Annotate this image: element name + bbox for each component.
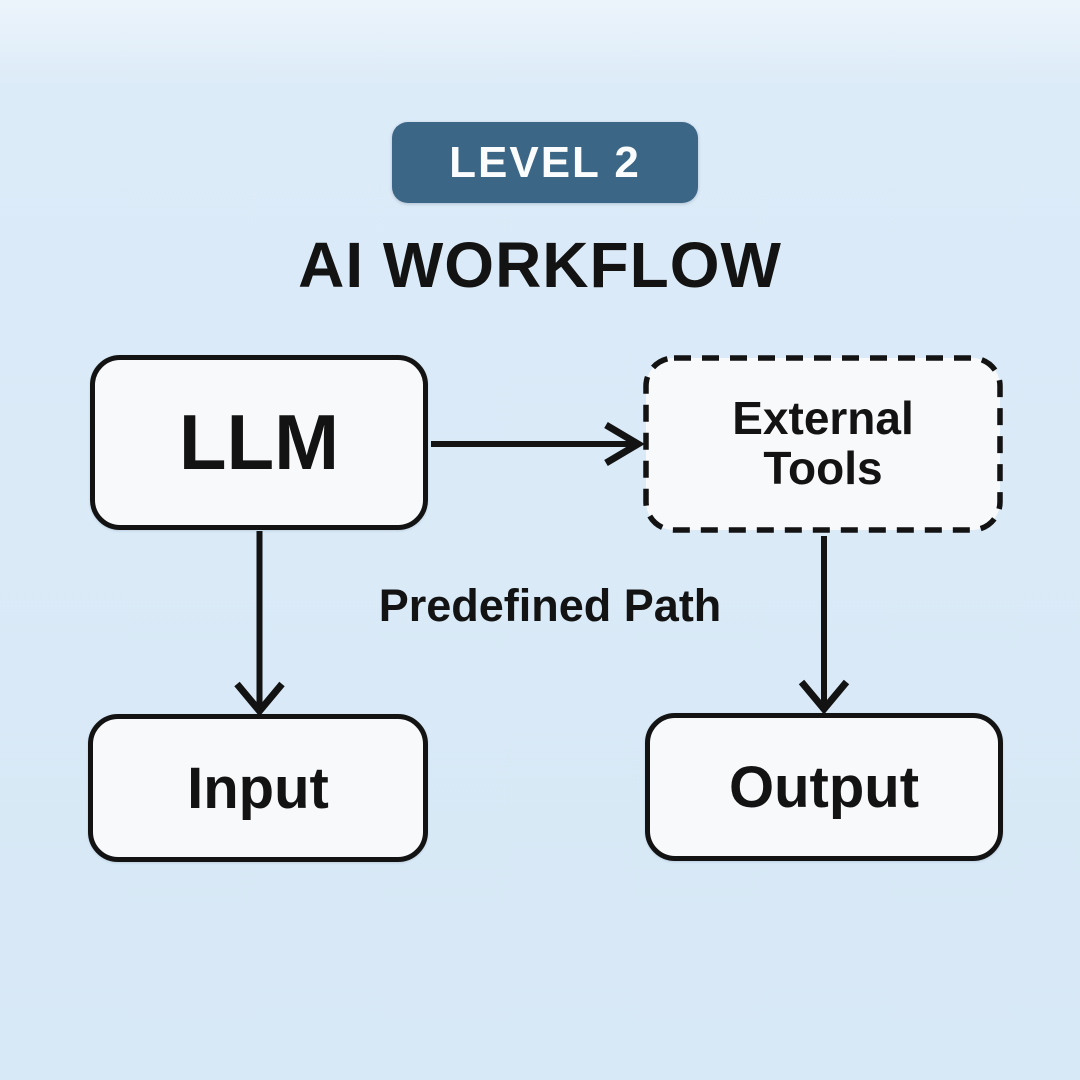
node-external-tools-label: External Tools (732, 392, 914, 494)
edge-llm-to-input (234, 531, 285, 717)
level-badge-label: LEVEL 2 (449, 137, 641, 187)
node-input-label: Input (187, 755, 329, 821)
predefined-path-label: Predefined Path (378, 580, 722, 631)
node-output: Output (645, 713, 1003, 861)
node-llm-label: LLM (178, 398, 340, 486)
node-output-label: Output (728, 754, 920, 820)
dashed-border-outline (643, 355, 1003, 533)
page-title: AI WORKFLOW (298, 229, 782, 301)
node-external-tools: External Tools (643, 355, 1003, 533)
level-badge: LEVEL 2 (392, 122, 698, 203)
edge-external-tools-to-output (798, 536, 850, 715)
edge-llm-to-external-tools (431, 421, 645, 467)
node-input: Input (88, 714, 428, 862)
node-llm: LLM (90, 355, 428, 530)
